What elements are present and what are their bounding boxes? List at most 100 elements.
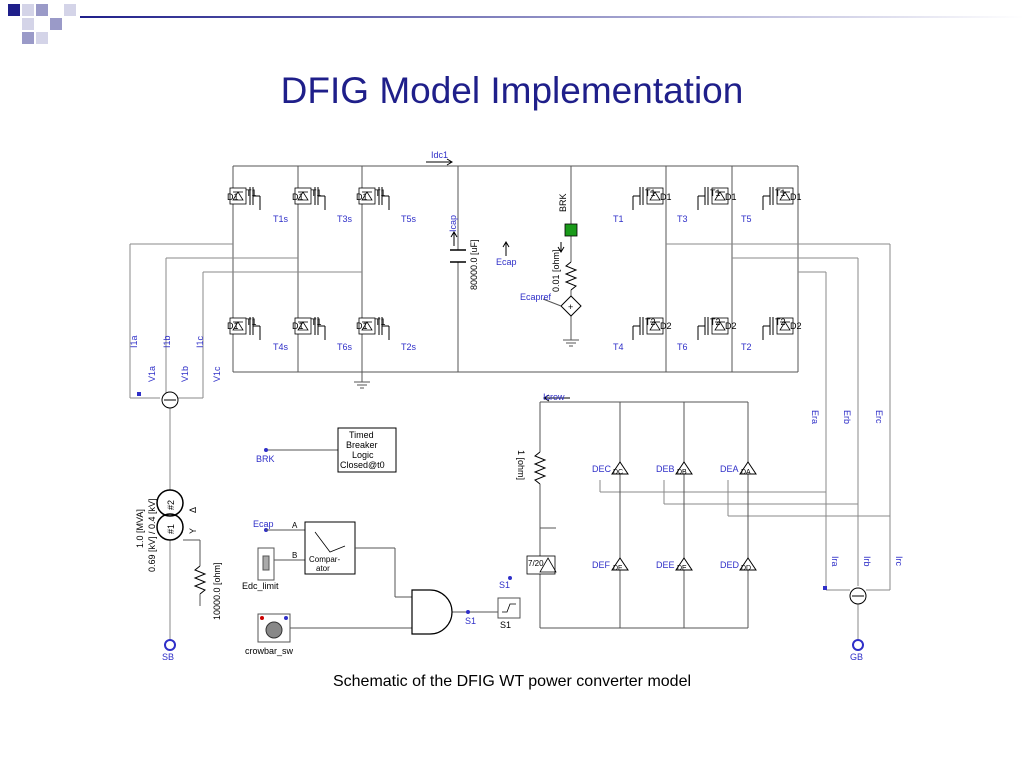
neutral-resistor	[193, 565, 207, 595]
brk-label: BRK	[558, 193, 568, 212]
gsc-device-label: T1	[246, 317, 257, 327]
cap-value-label: 80000.0 [uF]	[469, 239, 479, 290]
transformer-winding1: #1	[166, 524, 176, 534]
gsc-diode-label: D1	[227, 192, 239, 202]
gsc-gate-label: T5s	[401, 214, 417, 224]
crowbar-indicator-red	[260, 616, 264, 620]
brk-signal-label: BRK	[256, 454, 275, 464]
rsc-gate-label: T4	[613, 342, 624, 352]
edc-limit-label: Edc_limit	[242, 581, 279, 591]
gsc-diode-label: D1	[292, 192, 304, 202]
ecapref-label: Ecapref	[520, 292, 552, 302]
comparator-label: ator	[316, 564, 330, 573]
crowbar-resistor	[533, 451, 547, 485]
grid-bus-label: GB	[850, 652, 863, 662]
grid-voltage-label: V1a	[147, 366, 157, 382]
rotor-side-phase-wires	[599, 243, 891, 640]
gsc-gate-label: T1s	[273, 214, 289, 224]
grid-current-label: I1c	[195, 335, 205, 348]
transformer-winding2: #2	[166, 500, 176, 510]
gsc-gate-label: T6s	[337, 342, 353, 352]
deco-square-mid	[22, 32, 34, 44]
crowbar-diode-id: DB	[677, 469, 687, 476]
crowbar-diode-id: DE	[677, 565, 687, 572]
s1-scope-block	[497, 597, 521, 619]
crowbar-diode-id: DF	[613, 565, 622, 572]
rsc-diode-label: D2	[660, 321, 672, 331]
s1-output-label: S1	[465, 616, 476, 626]
neutral-resistor-label: 10000.0 [ohm]	[212, 562, 222, 620]
crowbar-diode-label: DEA	[720, 464, 739, 474]
crowbar-diodes	[611, 461, 757, 571]
brake-resistor	[564, 261, 578, 291]
source-plus-glyph: +	[568, 302, 573, 312]
gsc-device-label: T1	[375, 317, 386, 327]
rsc-gate-label: T1	[613, 214, 624, 224]
rsc-diode-label: D1	[660, 192, 672, 202]
rsc-diode-label: D2	[725, 321, 737, 331]
rotor-current-label: Irb	[862, 556, 872, 567]
gsc-diode-label: D1	[356, 321, 368, 331]
comparator-port-b: B	[292, 551, 297, 560]
deco-square-mid	[50, 18, 62, 30]
transformer	[156, 489, 184, 541]
grid-bus-node	[852, 639, 864, 651]
crowbar-indicator-blue	[284, 616, 288, 620]
s1-block-label: S1	[500, 620, 511, 630]
edc-limit-knob[interactable]	[262, 555, 270, 571]
crowbar-diode-label: DED	[720, 560, 740, 570]
breaker-logic-line: Logic	[352, 450, 374, 460]
stator-bus-label: SB	[162, 652, 174, 662]
transformer-conn2: Δ	[188, 507, 198, 513]
gsc-device-label: T1	[375, 188, 386, 198]
icap-label: Icap	[448, 215, 458, 232]
corner-decoration	[8, 4, 1024, 44]
deco-top-bar	[80, 16, 1024, 18]
rsc-device-label: T1	[710, 188, 721, 198]
crowbar-igbt-id: 7/20	[528, 559, 544, 568]
gsc-diode-label: D1	[292, 321, 304, 331]
breaker-logic-line: Closed@t0	[340, 460, 385, 470]
dc-link-capacitor	[450, 249, 466, 263]
s1-gate-label: S1	[499, 580, 510, 590]
grid-voltage-label: V1b	[180, 366, 190, 382]
deco-square-light	[64, 4, 76, 16]
comparator-label: Compar-	[309, 555, 340, 564]
icrow-label: Icrow	[543, 392, 565, 402]
transformer-conn1: Y	[188, 528, 198, 534]
grid-current-label: I1b	[162, 335, 172, 348]
deco-square-light	[36, 32, 48, 44]
rotor-voltage-label: Erb	[842, 410, 852, 424]
transformer-rating: 1.0 [MVA]	[135, 509, 145, 548]
grid-voltage-label: V1c	[212, 366, 222, 382]
deco-square-light	[22, 4, 34, 16]
brk-signal-node	[264, 448, 268, 452]
gsc-diode-label: D1	[227, 321, 239, 331]
ecap-label: Ecap	[496, 257, 517, 267]
ground-symbol	[354, 339, 579, 389]
s1-output-node	[466, 610, 470, 614]
crowbar-diode-id: DA	[741, 469, 751, 476]
rotor-voltage-label: Era	[810, 410, 820, 424]
crowbar-dial-icon[interactable]	[265, 621, 283, 639]
rsc-gate-label: T6	[677, 342, 688, 352]
and-gate	[411, 589, 453, 635]
crowbar-wires	[539, 401, 749, 629]
comparator-port-a: A	[292, 521, 298, 530]
deco-square-mid	[36, 4, 48, 16]
comparator-block	[304, 521, 356, 575]
gsc-device-label: T1	[311, 317, 322, 327]
current-arrows	[426, 158, 565, 256]
rsc-diode-label: D2	[790, 321, 802, 331]
rsc-gate-label: T2	[741, 342, 752, 352]
breaker-logic-line: Timed	[349, 430, 374, 440]
crowbar-diode-label: DEC	[592, 464, 612, 474]
rsc-device-label: T2	[645, 317, 656, 327]
controlled-source	[560, 295, 582, 317]
gsc-device-label: T1	[311, 188, 322, 198]
stator-bus-node	[164, 639, 176, 651]
comparator-glyph	[314, 531, 346, 553]
deco-square-dark	[8, 4, 20, 16]
rsc-device-label: T2	[775, 317, 786, 327]
